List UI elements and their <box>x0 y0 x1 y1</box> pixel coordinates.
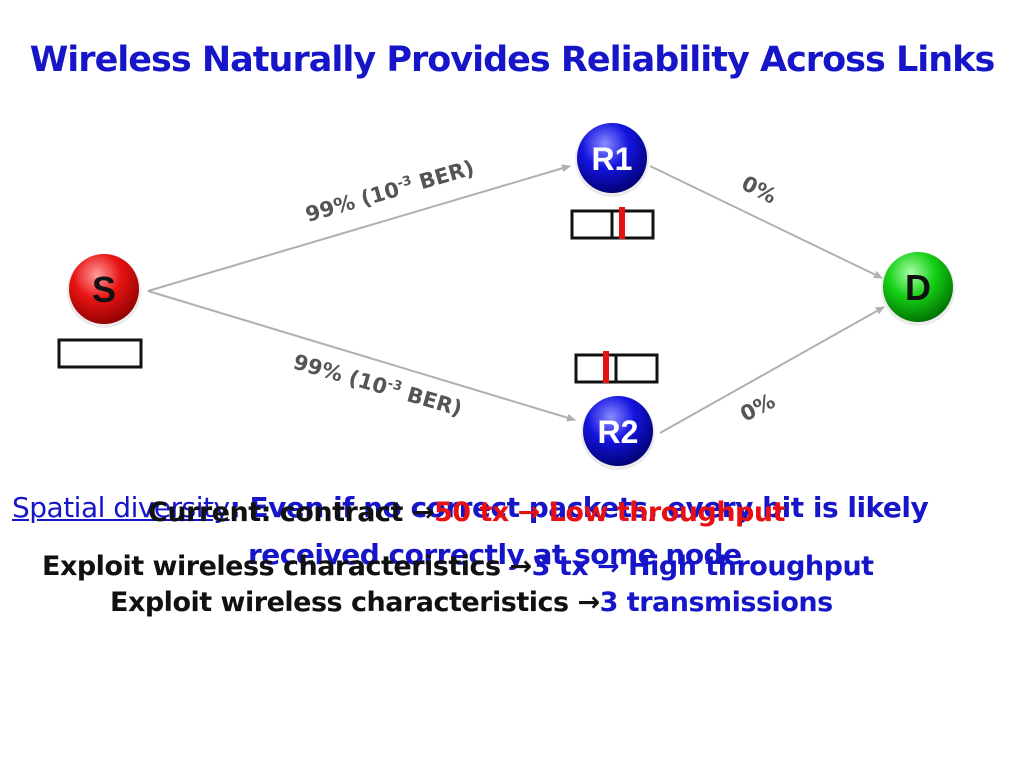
svg-text:R1: R1 <box>592 141 633 177</box>
spatial-diversity-text-2: received correctly at some node <box>248 538 742 571</box>
packet-relay-1 <box>570 207 655 240</box>
spatial-diversity-line: Spatial diversity: Even if no correct pa… <box>12 491 929 524</box>
spatial-diversity-colon: : <box>229 491 241 524</box>
packet-relay-2 <box>574 351 659 384</box>
exploit-tx-line: Exploit wireless characteristics →3 tx →… <box>42 551 874 582</box>
current-line: Current: contract →50 tx → Low throughpu… <box>148 497 786 528</box>
spatial-diversity-term: Spatial diversity <box>12 491 230 524</box>
link-s-r1 <box>147 164 571 292</box>
spatial-diversity-line-2: received correctly at some node <box>248 538 742 571</box>
link-s-r2 <box>147 290 576 422</box>
arrow-icon: → <box>517 497 541 528</box>
node-source: S <box>67 254 141 328</box>
exploit-transmissions-value: 3 transmissions <box>599 587 834 618</box>
node-relay-2: R2 <box>581 396 655 470</box>
exploit-tx-result: High throughput <box>619 551 874 582</box>
svg-text:D: D <box>905 267 931 308</box>
bit-error-marker <box>619 207 625 239</box>
arrow-icon: → <box>597 551 620 582</box>
bit-error-marker <box>603 351 609 383</box>
link-r2-d <box>659 306 885 434</box>
link-s-r1-label: 99% (10-3 BER) <box>303 156 477 227</box>
link-r2-d-label: 0% <box>736 389 779 427</box>
spatial-diversity-text: Even if no correct packets, every bit is… <box>240 491 929 524</box>
exploit-tx-label: Exploit wireless characteristics <box>42 551 510 582</box>
current-result: Low throughput <box>539 497 786 528</box>
svg-text:S: S <box>92 269 116 310</box>
slide-title: Wireless Naturally Provides Reliability … <box>29 40 996 80</box>
exploit-tx-value: 3 tx <box>531 551 598 582</box>
packet-source <box>57 338 143 369</box>
link-r1-d-label: 0% <box>738 171 781 209</box>
svg-text:R2: R2 <box>598 414 639 450</box>
node-destination: D <box>881 252 955 326</box>
arrow-icon: → <box>509 551 532 582</box>
arrow-icon: → <box>411 497 435 528</box>
arrow-icon: → <box>577 587 600 618</box>
node-relay-1: R1 <box>575 123 649 197</box>
link-r1-d <box>649 165 883 279</box>
current-label: Current: contract <box>148 497 412 528</box>
exploit-transmissions-line: Exploit wireless characteristics →3 tran… <box>110 587 833 618</box>
current-value: 50 tx <box>433 497 518 528</box>
exploit-transmissions-label: Exploit wireless characteristics <box>110 587 578 618</box>
